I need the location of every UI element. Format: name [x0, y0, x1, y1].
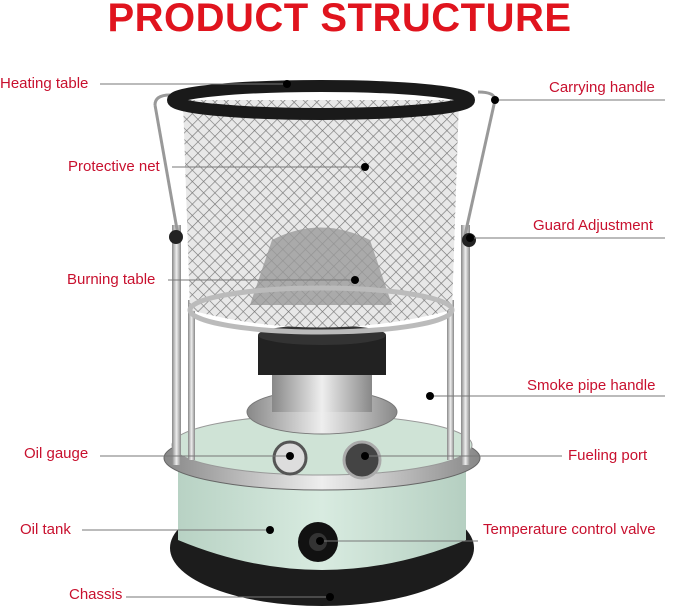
label-heating-table: Heating table [0, 75, 89, 92]
label-burning-table: Burning table [67, 271, 156, 288]
label-oil-tank: Oil tank [20, 521, 71, 538]
label-fueling-port: Fueling port [568, 447, 648, 464]
label-protective-net: Protective net [68, 158, 160, 175]
fueling-port-shape [342, 440, 382, 480]
label-oil-gauge: Oil gauge [24, 445, 89, 462]
page-title: PRODUCT STRUCTURE [107, 0, 572, 40]
oil-tank-shape [178, 460, 466, 570]
label-guard-adjustment: Guard Adjustment [533, 217, 654, 234]
label-chassis: Chassis [69, 586, 123, 603]
label-smoke-pipe-handle: Smoke pipe handle [527, 377, 656, 394]
label-temperature-control-valve: Temperature control valve [483, 521, 656, 538]
heating-table-shape [167, 80, 475, 120]
protective-net-shape [183, 100, 459, 328]
label-carrying-handle: Carrying handle [549, 79, 655, 96]
